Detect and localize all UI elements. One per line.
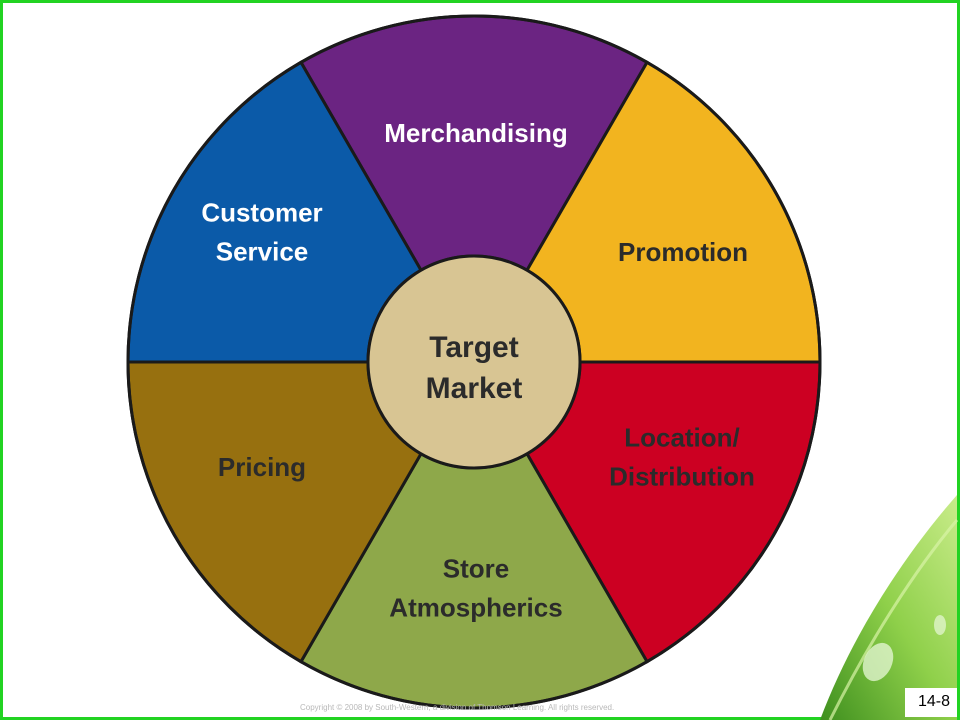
target-market-hub: Target Market [366, 254, 582, 470]
wheel-outline [126, 14, 822, 710]
segment-label-location-distribution-1: Location/ [624, 422, 740, 452]
segment-label-store-atmospherics-2: Atmospherics [389, 592, 562, 622]
hub-circle [366, 254, 582, 470]
segment-label-merchandising-1: Merchandising [384, 118, 567, 148]
hub-label-line-2: Market [426, 372, 523, 405]
hub-label-line-1: Target [429, 331, 518, 364]
segment-label-store-atmospherics-1: Store [443, 553, 509, 583]
slide-number: 14-8 [917, 693, 950, 710]
segment-label-location-distribution-2: Distribution [609, 461, 755, 491]
segment-label-customer-service-2: Service [216, 236, 309, 266]
leaf-decoration [820, 495, 959, 720]
segment-label-promotion-1: Promotion [618, 237, 748, 267]
copyright-notice: Copyright © 2008 by South-Western, a div… [300, 703, 615, 712]
segment-label-customer-service-1: Customer [201, 197, 322, 227]
segment-label-pricing-1: Pricing [218, 452, 306, 482]
